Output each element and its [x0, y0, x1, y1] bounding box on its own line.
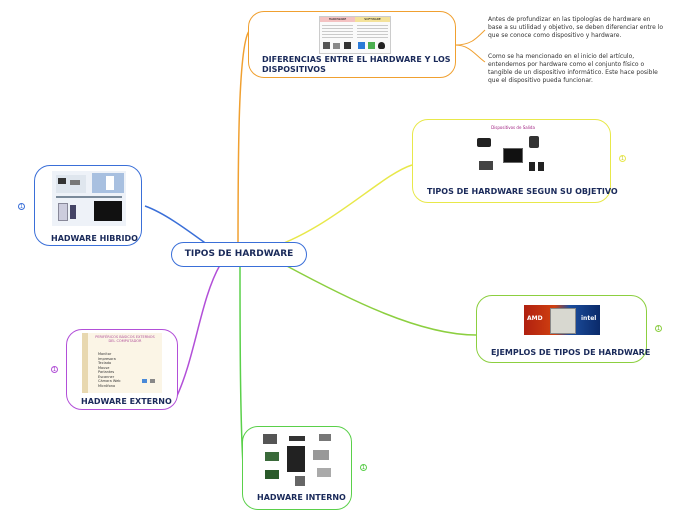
expand-ejemplos-button[interactable]: 1 [655, 325, 662, 332]
peripheral-item: Mouse [98, 365, 110, 370]
cpu-logos-image: AMD intel [524, 305, 600, 335]
node-diferencias-label-1: DIFERENCIAS ENTRE EL HARDWARE Y LOS [262, 55, 451, 64]
node-ejemplos[interactable]: AMD intel EJEMPLOS DE TIPOS DE HARDWARE [476, 295, 651, 363]
connector-ejemplos [284, 264, 477, 336]
node-interno[interactable]: HADWARE INTERNO [242, 426, 352, 510]
table-header-hardware: HARDWARE [320, 17, 355, 22]
connector-objetivo [264, 164, 413, 251]
table-header-software: SOFTWARE [355, 17, 390, 22]
note-diferencias-1: Antes de profundizar en las tipologías d… [488, 16, 664, 39]
node-objetivo-label: TIPOS DE HARDWARE SEGUN SU OBJETIVO [427, 187, 618, 196]
peripheral-item: Micrófono [98, 383, 116, 388]
peripheral-item: Monitor [98, 352, 112, 356]
expand-externo-button[interactable]: 1 [51, 366, 58, 373]
expand-interno-button[interactable]: 1 [360, 464, 367, 471]
comparison-table-image: HARDWARE SOFTWARE [319, 16, 391, 54]
node-diferencias-label-2: DISPOSITIVOS [262, 65, 326, 74]
node-hibrido-label: HADWARE HIBRIDO [51, 234, 138, 243]
node-objetivo[interactable]: Dispositivos de Salida TIPOS DE HARDWARE… [412, 119, 618, 203]
node-diferencias[interactable]: HARDWARE SOFTWARE DIFERENCIAS ENTRE EL H… [248, 11, 456, 78]
peripheral-item: Teclado [98, 361, 112, 365]
node-ejemplos-label: EJEMPLOS DE TIPOS DE HARDWARE [491, 348, 651, 357]
node-externo-label: HADWARE EXTERNO [81, 397, 172, 406]
output-devices-image: Dispositivos de Salida [473, 124, 553, 179]
note-diferencias-2: Como se ha mencionado en el inicio del a… [488, 53, 658, 84]
internal-components-image [261, 432, 339, 490]
peripherals-list: Monitor Impresora Teclado Mouse Parlante… [98, 352, 120, 388]
peripheral-item: Cámara Web [98, 379, 121, 383]
central-topic-label: TIPOS DE HARDWARE [184, 249, 294, 259]
peripherals-image: PERIFÉRICOS BÁSICOS EXTERNOS DEL COMPUTA… [82, 333, 162, 393]
node-hibrido[interactable]: HADWARE HIBRIDO [34, 165, 142, 246]
connector-notes [454, 29, 486, 63]
peripheral-item: Escanner [98, 374, 115, 379]
node-interno-label: HADWARE INTERNO [257, 493, 346, 502]
expand-hibrido-button[interactable]: 1 [18, 203, 25, 210]
peripherals-title: PERIFÉRICOS BÁSICOS EXTERNOS DEL COMPUTA… [95, 335, 155, 343]
hybrid-devices-image [52, 171, 126, 226]
intel-logo-text: intel [581, 315, 597, 322]
output-devices-title: Dispositivos de Salida [491, 125, 535, 130]
central-topic[interactable]: TIPOS DE HARDWARE [171, 242, 307, 267]
peripheral-item: Impresora [98, 356, 116, 361]
expand-objetivo-button[interactable]: 1 [619, 155, 626, 162]
connector-externo [174, 264, 221, 401]
peripheral-item: Parlantes [98, 370, 115, 374]
amd-logo-text: AMD [527, 315, 543, 322]
node-externo[interactable]: PERIFÉRICOS BÁSICOS EXTERNOS DEL COMPUTA… [66, 329, 178, 410]
connector-diferencias [237, 29, 251, 256]
